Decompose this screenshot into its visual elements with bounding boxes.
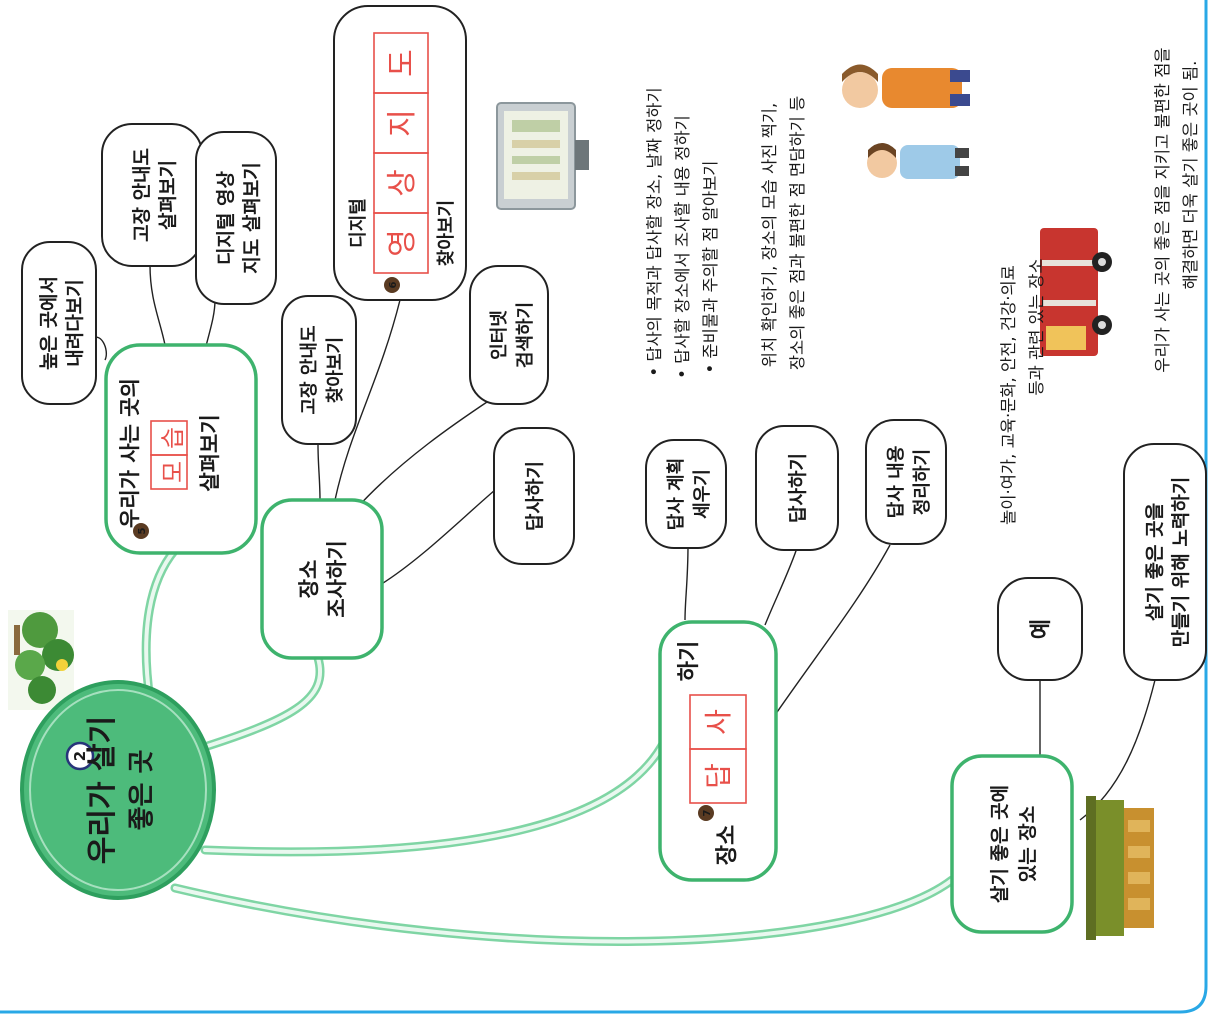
children-icon [842, 64, 970, 179]
field-sub-plan: 답사 계획 세우기 [645, 439, 727, 549]
look-sub-digital-line1: 디지털 영상 [215, 170, 237, 265]
survey-line1: 장소 [297, 560, 321, 599]
survey-sub-visit-label: 답사하기 [524, 461, 546, 531]
digital-answer-char-3: 지 [385, 109, 420, 137]
digital-answer-box-4 [373, 32, 429, 94]
field-plan-notes: • 답사의 목적과 답사할 장소, 날짜 정하기 • 답사할 장소에서 조사할 … [645, 87, 720, 379]
survey-line2: 조사하기 [325, 540, 349, 617]
look-answer-char-2: 습 [159, 427, 187, 449]
look-answer-char-1: 모 [159, 461, 187, 483]
survey-sub-internet: 인터넷 검색하기 [469, 265, 549, 405]
look-sub-digital: 디지털 영상 지도 살펴보기 [195, 131, 277, 305]
places-example-note-1: 놀이·여가, 교육·문화, 안전, 건강·의료 [999, 265, 1018, 525]
field-plan-note-1: • 답사의 목적과 답사할 장소, 날짜 정하기 [645, 87, 664, 376]
places-example-note-2: 등과 관련 있는 장소 [1027, 258, 1046, 395]
field-suffix: 하기 [677, 641, 702, 681]
field-visit-notes: 위치 확인하기, 장소의 모습 사진 찍기, 장소의 좋은 점과 불편한 점 면… [760, 96, 807, 370]
digital-label: 디지털 [348, 198, 369, 248]
digital-number: 6 [388, 281, 399, 288]
node-survey: 장소 조사하기 [260, 498, 384, 660]
center-node: 2 우리가 살기 좋은 곳 [20, 680, 216, 900]
survey-sub-map-line2: 찾아보기 [325, 337, 346, 403]
field-organize-line1: 답사 내용 [886, 446, 907, 519]
center-number-badge [65, 741, 95, 771]
places-effort-line2: 만들기 위해 노력하기 [1170, 477, 1192, 648]
field-organize-line2: 정리하기 [912, 449, 933, 515]
look-sub-map-line1: 고장 안내도 [131, 148, 153, 242]
survey-sub-visit: 답사하기 [493, 427, 575, 565]
look-line3: 살펴보기 [198, 414, 222, 491]
look-sub-digital-line2: 지도 살펴보기 [241, 162, 263, 274]
look-answer-box-2 [150, 420, 188, 456]
survey-sub-map-line1: 고장 안내도 [299, 325, 320, 414]
center-number: 2 [71, 751, 89, 761]
main-branches [141, 545, 957, 946]
field-sub-visit: 답사하기 [755, 425, 839, 551]
places-example-label: 예 [1029, 619, 1054, 639]
field-prefix: 장소 [715, 825, 740, 865]
trees-icon [8, 610, 74, 710]
node-field: 장소 7 답 사 하기 [658, 620, 778, 882]
look-number-badge [133, 523, 149, 539]
places-effort-note-2: 해결하면 더욱 살기 좋은 곳이 됨. [1181, 61, 1200, 290]
places-example-notes: 놀이·여가, 교육·문화, 안전, 건강·의료 등과 관련 있는 장소 [999, 258, 1046, 524]
places-effort-note-1: 우리가 사는 곳의 좋은 점을 지키고 불편한 점을 [1153, 47, 1172, 372]
sub-connectors [91, 264, 1156, 821]
field-sub-organize: 답사 내용 정리하기 [865, 419, 947, 545]
screen-icon [496, 102, 589, 210]
survey-sub-digital: 6 디지털 영 상 지 도 찾아보기 [333, 5, 467, 301]
field-answer-box-2 [689, 694, 747, 750]
look-sub-map-line2: 살펴보기 [157, 160, 179, 230]
places-sub-example: 예 [997, 577, 1083, 681]
survey-sub-internet-line2: 검색하기 [515, 302, 536, 368]
field-number-badge [698, 805, 714, 821]
places-effort-line1: 살기 좋은 곳을 [1144, 503, 1166, 621]
survey-sub-internet-line1: 인터넷 [489, 310, 510, 360]
places-line1: 살기 좋은 곳에 [989, 785, 1011, 903]
node-places: 살기 좋은 곳에 있는 장소 [950, 754, 1074, 934]
look-sub-high-line2: 내려다보기 [64, 279, 86, 366]
field-visit-note-1: 위치 확인하기, 장소의 모습 사진 찍기, [760, 103, 779, 367]
digital-suffix: 찾아보기 [436, 200, 457, 266]
gate-icon [1086, 796, 1154, 940]
places-sub-effort: 살기 좋은 곳을 만들기 위해 노력하기 [1123, 443, 1207, 681]
places-line2: 있는 장소 [1017, 806, 1039, 883]
center-line1: 우리가 살기 [85, 716, 120, 864]
look-number: 5 [137, 527, 148, 534]
field-answer-char-2: 사 [702, 709, 735, 735]
digital-answer-char-4: 도 [385, 49, 420, 77]
look-sub-high: 높은 곳에서 내려다보기 [21, 241, 97, 405]
field-plan-line2: 세우기 [692, 469, 713, 519]
field-visit-note-2: 장소의 좋은 점과 불편한 점 면담하기 등 [788, 96, 807, 370]
digital-answer-char-2: 상 [385, 169, 420, 197]
center-line2: 좋은 곳 [127, 750, 157, 831]
look-sub-map: 고장 안내도 살펴보기 [101, 123, 203, 267]
field-plan-note-2: • 답사할 장소에서 조사할 내용 정하기 [673, 115, 692, 379]
field-plan-note-3: • 준비물과 주의할 점 알아보기 [701, 161, 720, 374]
branch-to-field [200, 735, 670, 857]
field-plan-line1: 답사 계획 [666, 458, 687, 531]
digital-answer-char-1: 영 [385, 229, 420, 257]
field-number: 7 [702, 809, 713, 816]
digital-number-badge [384, 277, 400, 293]
look-sub-high-line1: 높은 곳에서 [38, 276, 60, 370]
field-visit-label: 답사하기 [787, 453, 809, 523]
look-line1: 우리가 사는 곳의 [118, 378, 142, 528]
node-look: 5 우리가 사는 곳의 모 습 살펴보기 [104, 343, 258, 555]
places-effort-notes: 우리가 사는 곳의 좋은 점을 지키고 불편한 점을 해결하면 더욱 살기 좋은… [1153, 47, 1200, 372]
field-answer-char-1: 답 [702, 763, 735, 789]
fire-truck-icon [1040, 228, 1112, 356]
survey-sub-map: 고장 안내도 찾아보기 [281, 295, 357, 445]
